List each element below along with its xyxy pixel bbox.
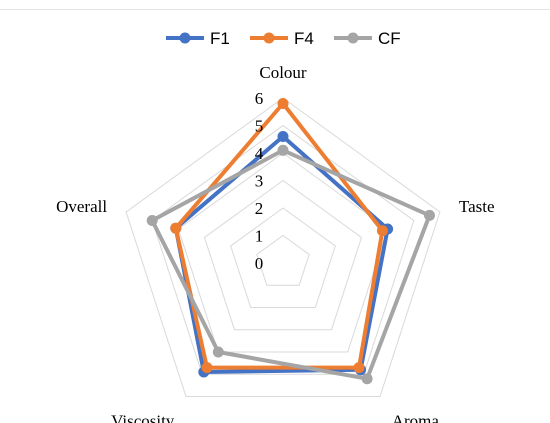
axis-label-taste: Taste — [459, 197, 495, 216]
tick-label: 3 — [255, 172, 264, 191]
series-layer — [146, 98, 435, 385]
data-point-cf-viscosity — [212, 346, 224, 358]
top-border — [0, 9, 550, 10]
grid-ring-2 — [230, 207, 336, 308]
data-point-cf-colour — [277, 144, 289, 156]
tick-label: 6 — [255, 89, 264, 108]
data-point-f4-colour — [277, 98, 289, 109]
grid-ring-5 — [151, 124, 415, 375]
data-point-f4-taste — [376, 225, 388, 237]
data-point-f1-colour — [277, 131, 289, 142]
grid-ring-3 — [203, 179, 363, 331]
data-point-cf-overall — [146, 215, 158, 226]
tick-label: 0 — [255, 254, 264, 273]
legend-swatch-marker — [263, 32, 275, 44]
axis-label-overall: Overall — [56, 197, 107, 216]
tick-label: 4 — [255, 144, 264, 163]
data-point-f4-aroma — [353, 362, 365, 374]
tick-label: 2 — [255, 199, 264, 218]
legend-label: CF — [378, 29, 401, 48]
legend-swatch-marker — [179, 32, 191, 44]
series-line-f4 — [173, 101, 385, 370]
axis-label-aroma: Aroma — [392, 412, 440, 423]
tick-label: 5 — [255, 117, 264, 136]
grid-layer — [125, 97, 441, 397]
legend-swatch-marker — [347, 32, 359, 44]
axis-label-colour: Colour — [259, 63, 307, 82]
data-point-f4-overall — [170, 222, 182, 234]
grid-ring-1 — [256, 234, 310, 286]
legend-item-cf: CF — [334, 29, 401, 48]
legend-item-f1: F1 — [166, 29, 230, 48]
data-point-cf-taste — [424, 209, 435, 221]
tick-layer: 0 1 2 3 4 5 6 — [255, 89, 264, 273]
axis-label-viscosity: Viscosity — [111, 412, 175, 423]
grid-ring-6 — [125, 97, 441, 397]
legend-label: F1 — [210, 29, 230, 48]
tick-label: 1 — [255, 227, 264, 246]
data-point-f4-viscosity — [201, 362, 213, 374]
series-line-cf — [150, 148, 432, 381]
legend: F1 F4 CF — [166, 29, 401, 48]
data-point-cf-aroma — [361, 373, 373, 385]
legend-item-f4: F4 — [250, 29, 314, 48]
legend-label: F4 — [294, 29, 314, 48]
